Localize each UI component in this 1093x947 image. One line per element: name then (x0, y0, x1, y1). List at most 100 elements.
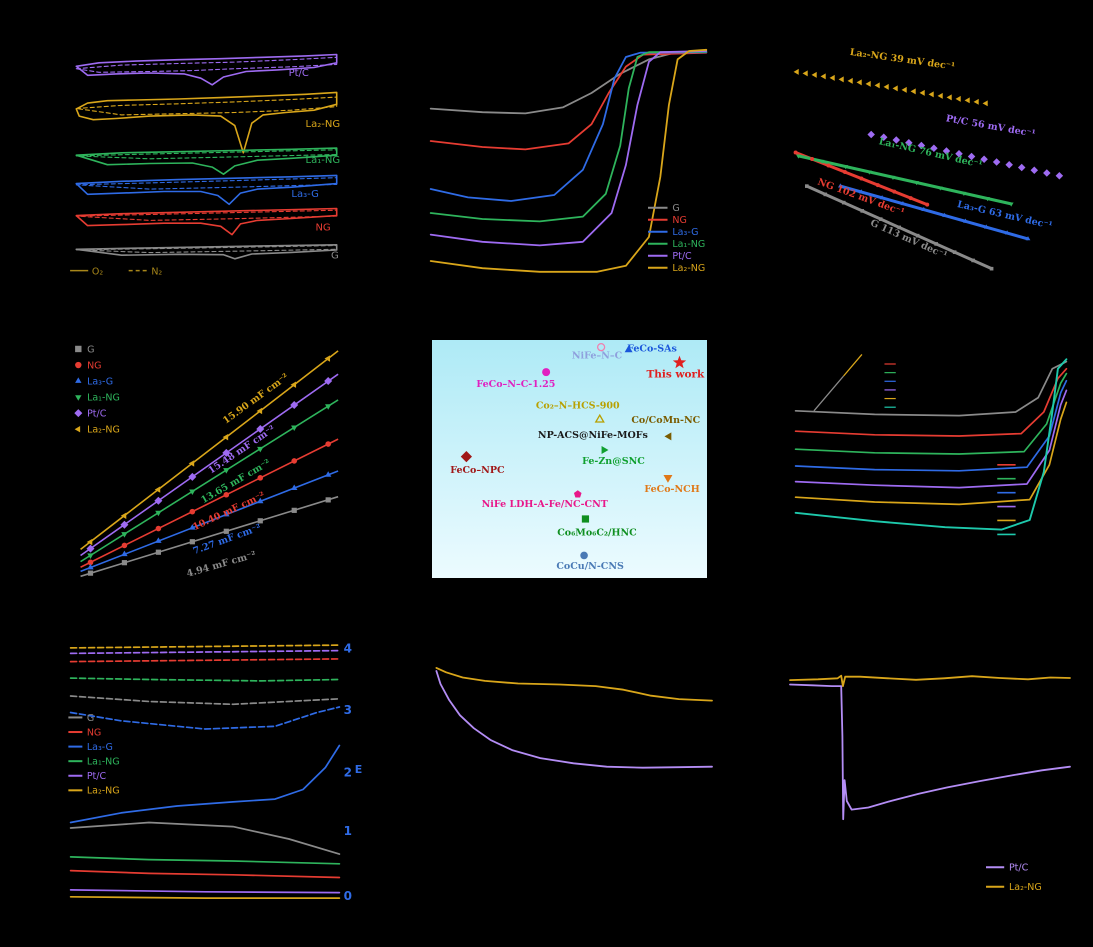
la2ng-h2o2-curve (69, 895, 341, 899)
square-marker (121, 560, 128, 566)
tri-left-marker (973, 98, 979, 105)
tri-down-marker (325, 404, 332, 410)
segment-0 (813, 375, 845, 412)
diamond-marker (1043, 169, 1051, 177)
ptc-curve (435, 670, 713, 769)
label: Pt/C 56 mV dec⁻¹ (945, 113, 1036, 140)
tri-down-marker (914, 181, 920, 186)
ng-h2o2-curve (69, 869, 341, 879)
legend-label: G (87, 344, 94, 355)
tri-down-marker (985, 197, 990, 202)
square-marker (860, 209, 865, 213)
tri-left-marker (188, 460, 195, 467)
diamond-marker (1005, 161, 1013, 169)
feco-n-c-1-25-marker (542, 368, 551, 377)
label: NP-ACS@NiFe-MOFs (538, 430, 648, 441)
tri-left-marker (964, 97, 970, 104)
legend-label: NG (672, 215, 686, 226)
ptc-curve (789, 683, 1071, 821)
label: G 113 mV dec⁻¹ (868, 218, 948, 262)
panel-d-svg: 15.90 mF cm⁻²15.48 mF cm⁻²13.65 mF cm⁻²1… (74, 344, 339, 580)
label: La₂-NG (306, 119, 341, 130)
tri-down-marker (937, 186, 943, 191)
square-marker (915, 233, 920, 238)
legend-label: Pt/C (1009, 863, 1029, 874)
ng-n2-curve (75, 209, 338, 221)
la1ng-h2o2-curve (69, 856, 341, 865)
circle-marker (291, 458, 298, 464)
tri-down-marker (1008, 202, 1014, 207)
tri-up-marker (858, 189, 864, 194)
la3g-h2o2-curve (69, 744, 341, 824)
diamond-marker (955, 150, 963, 158)
tri-left-marker (865, 80, 871, 87)
label: NiFe–N–C (572, 351, 623, 362)
la2ng-curve (794, 401, 1068, 506)
diamond-marker (879, 133, 888, 142)
tri-up-marker (983, 224, 989, 229)
label: FeCo-SAs (627, 343, 677, 354)
tri-up-marker (121, 550, 128, 557)
la1ng-n-curve (69, 677, 341, 682)
tri-left-marker (856, 79, 862, 86)
tri-up-marker (87, 563, 94, 570)
diamond-marker (892, 136, 901, 144)
tri-left-marker (946, 94, 952, 101)
square-marker (223, 528, 229, 534)
label: FeCo-NCH (644, 484, 699, 495)
legend-label: La₁-NG (672, 239, 705, 250)
label: 2 (344, 765, 352, 779)
label: This work (646, 369, 705, 381)
tri-up-marker (291, 484, 298, 490)
g-h2o2-curve (69, 821, 341, 855)
diamond-marker (1017, 163, 1026, 172)
panel-oer-lsv (790, 340, 1072, 580)
co6mo6c2-hnc-marker (581, 515, 590, 523)
panel-h-svg (435, 666, 713, 769)
square-marker (934, 242, 938, 246)
nife-ldh-a-fe-nc-cnt-marker (573, 490, 582, 498)
la3g-n-curve (69, 706, 341, 730)
diamond-marker (905, 139, 913, 147)
la1ng-curve (429, 50, 708, 223)
segment-1 (843, 353, 863, 377)
label: 0 (344, 889, 352, 903)
g-n-curve (69, 695, 341, 706)
tri-up-marker (879, 195, 885, 200)
label: La₁-NG 76 mV dec⁻¹ (878, 136, 984, 171)
tri-up-marker (1025, 236, 1031, 241)
ng-curve (794, 367, 1068, 437)
label: La₃-G (291, 189, 318, 200)
diamond-marker (154, 496, 163, 505)
legend-label: La₂-NG (672, 263, 705, 274)
circle-marker (908, 196, 913, 201)
square-marker (989, 266, 994, 271)
ptc-curve (429, 50, 708, 247)
square-marker (291, 507, 297, 513)
legend-label: Pt/C (87, 408, 107, 419)
circle-marker (121, 542, 128, 549)
tri-down-marker (961, 191, 967, 196)
legend-label: Pt/C (87, 771, 107, 782)
square-marker (823, 192, 828, 197)
tri-left-marker (811, 71, 817, 78)
la1ng-n2-curve (75, 149, 338, 160)
tri-left-marker (982, 100, 988, 107)
label: G (331, 250, 339, 261)
la2ng-curve (429, 48, 708, 273)
circle-marker (793, 150, 798, 155)
panel-f-svg (794, 353, 1068, 536)
diamond-marker (917, 141, 926, 150)
la2ng-curve (789, 674, 1071, 687)
label: Fe-Zn@SNC (582, 456, 645, 467)
tri-left-marker (919, 89, 925, 96)
tri-left-marker (802, 70, 808, 77)
tri-left-marker (290, 381, 297, 388)
la2ng-curve (435, 666, 713, 702)
square-marker (155, 549, 161, 555)
label: FeCo–NPC (450, 465, 505, 476)
